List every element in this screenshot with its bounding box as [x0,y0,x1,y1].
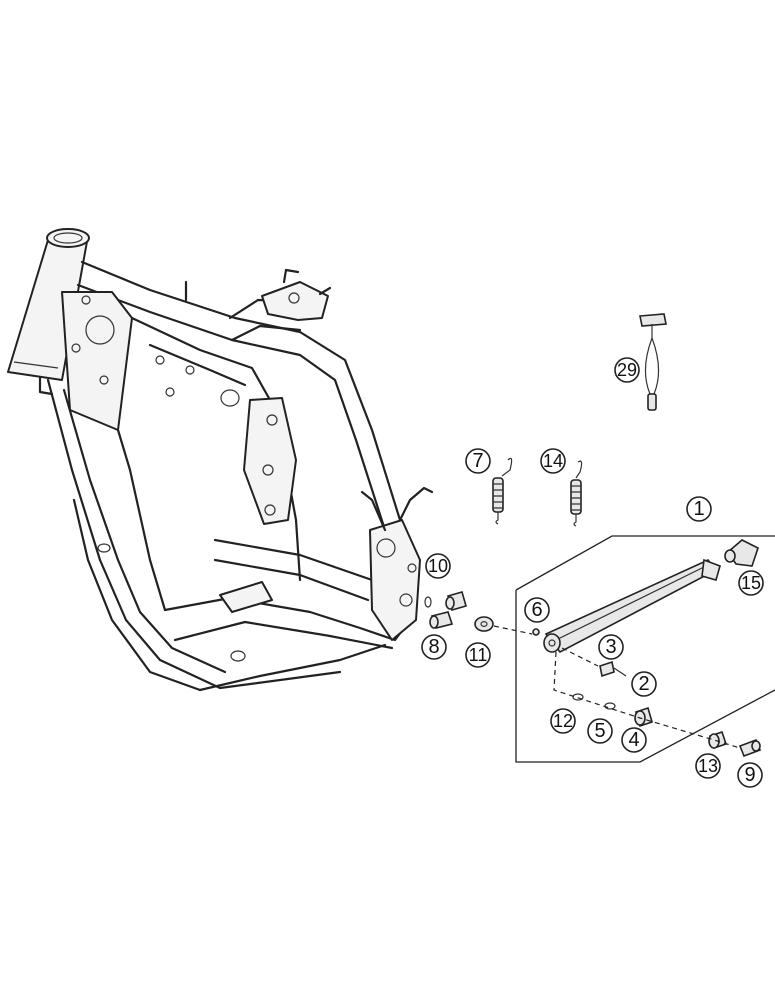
svg-text:15: 15 [741,573,761,593]
callout-7[interactable]: 7 [465,448,491,474]
svg-text:3: 3 [605,636,616,658]
svg-text:2: 2 [638,673,649,695]
callout-15[interactable]: 15 [738,570,764,596]
part-bushing-4 [634,706,653,728]
assembly-lines [493,625,741,749]
part-foot-15 [724,539,759,567]
callout-11[interactable]: 11 [465,642,491,668]
part-bushing-13 [708,730,728,750]
callout-10[interactable]: 10 [425,553,451,579]
svg-text:29: 29 [617,360,637,380]
callout-13[interactable]: 13 [695,753,721,779]
callout-4[interactable]: 4 [621,727,647,753]
svg-text:5: 5 [594,720,605,742]
part-ring-12 [572,693,584,701]
part-washer-11 [474,616,494,632]
svg-text:11: 11 [469,645,488,665]
part-bolt-9 [738,738,762,758]
callout-8[interactable]: 8 [421,634,447,660]
svg-text:13: 13 [698,756,718,776]
svg-text:6: 6 [531,599,542,621]
part-side-stand-3 [543,558,721,654]
part-ring-5 [604,702,616,710]
svg-text:9: 9 [744,764,755,786]
svg-text:12: 12 [553,711,573,731]
part-spring-14 [570,460,583,527]
callout-29[interactable]: 29 [614,357,640,383]
part-bolt-8 [429,611,454,629]
callout-3[interactable]: 3 [598,634,624,660]
svg-text:1: 1 [693,498,704,520]
part-sleeve-10 [424,591,467,611]
callout-1[interactable]: 1 [686,496,712,522]
part-tool-29 [639,313,667,411]
svg-text:4: 4 [628,729,639,751]
part-spring-7 [492,457,513,525]
svg-text:8: 8 [428,636,439,658]
svg-text:10: 10 [428,556,448,576]
callout-2[interactable]: 2 [631,671,657,697]
part-spring-hook-2 [599,660,627,678]
callout-12[interactable]: 12 [550,708,576,734]
callout-14[interactable]: 14 [540,448,566,474]
motorcycle-frame [7,228,434,692]
callout-5[interactable]: 5 [587,718,613,744]
callout-9[interactable]: 9 [737,762,763,788]
part-bolt-6 [532,628,540,636]
svg-text:7: 7 [472,450,483,472]
assembly-box [515,535,775,763]
svg-text:14: 14 [543,451,563,471]
callout-6[interactable]: 6 [524,597,550,623]
